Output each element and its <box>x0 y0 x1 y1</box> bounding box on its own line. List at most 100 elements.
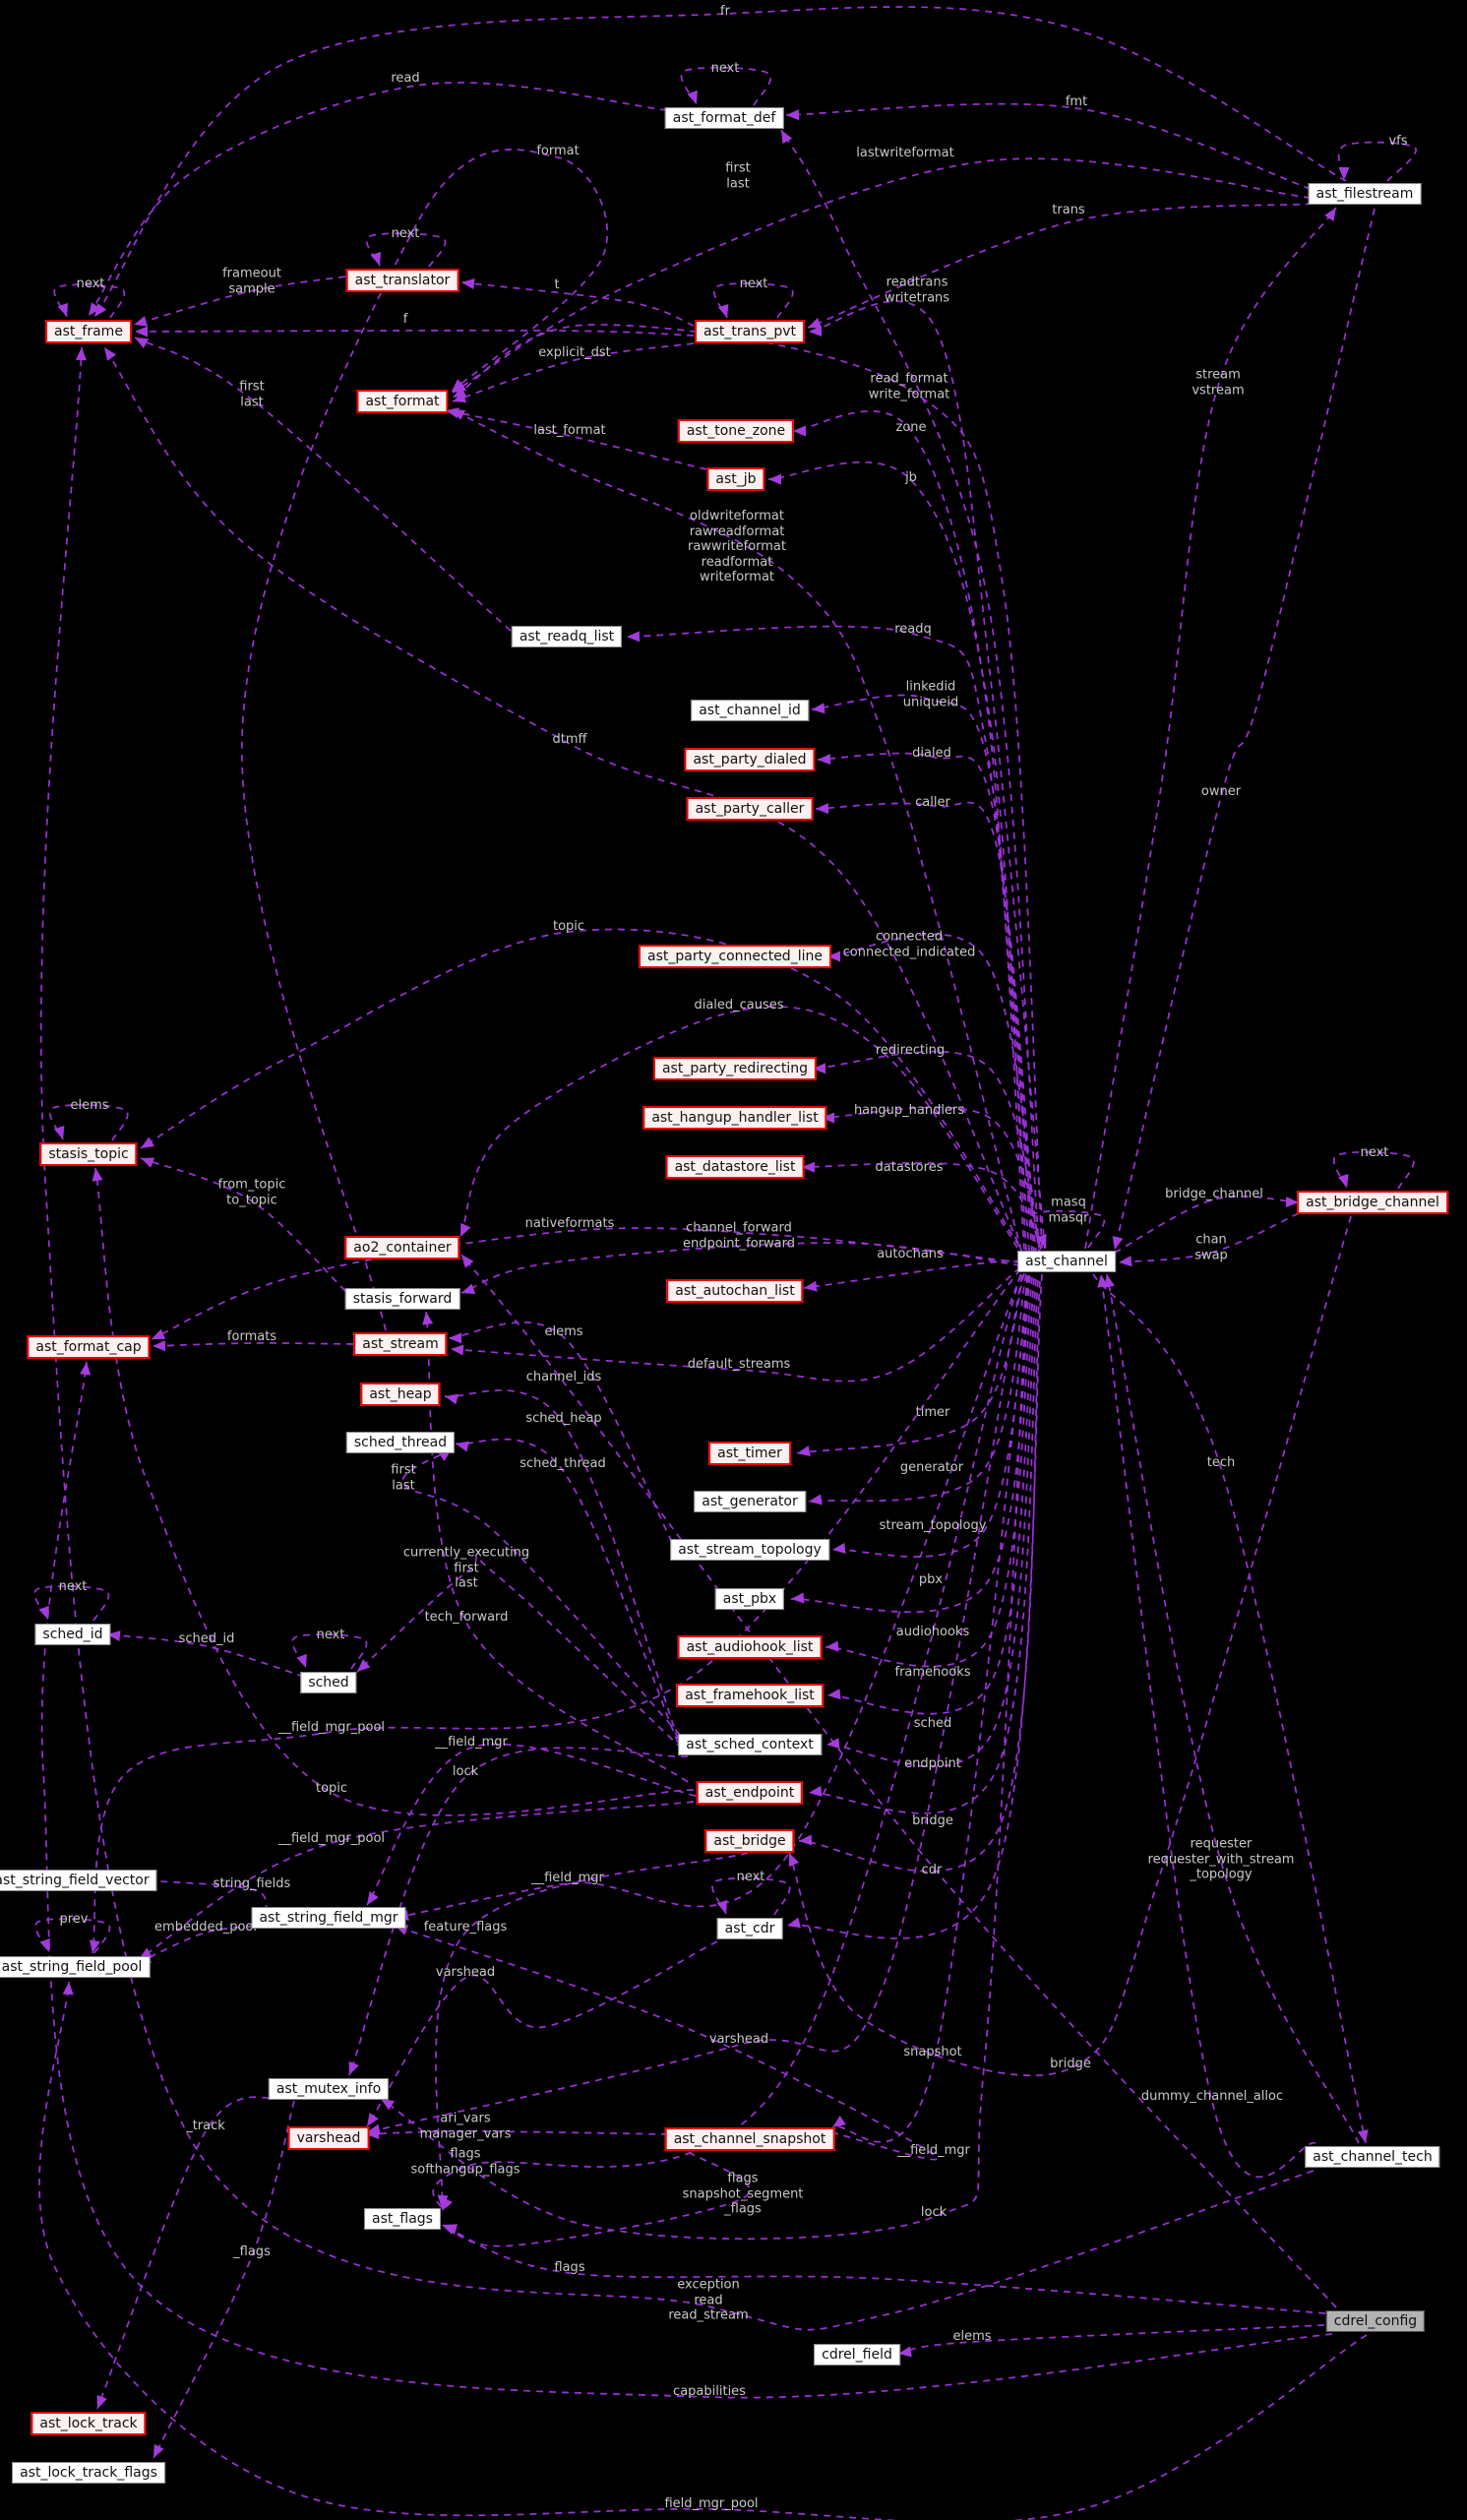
edge-label-read-1: read <box>391 71 420 87</box>
edge-label-readq-23: readq <box>894 622 932 638</box>
edge-label-track-86: _track <box>186 2119 225 2134</box>
arrowhead-icon <box>357 1659 371 1672</box>
edge-flags-94 <box>153 2100 295 2459</box>
node-ast_mutex_info[interactable]: ast_mutex_info <box>268 2078 390 2100</box>
edge-t-9 <box>460 278 695 327</box>
edge-format-95 <box>241 149 608 1331</box>
node-sched[interactable]: sched <box>300 1672 357 1693</box>
arrowhead-icon <box>451 1344 464 1356</box>
node-ast_string_field_mgr[interactable]: ast_string_field_mgr <box>251 1907 406 1929</box>
node-ast_party_dialed[interactable]: ast_party_dialed <box>684 748 816 771</box>
node-ast_trans_pvt[interactable]: ast_trans_pvt <box>694 320 806 343</box>
node-ast_stream[interactable]: ast_stream <box>353 1332 448 1356</box>
node-ast_hangup_handler_list[interactable]: ast_hangup_handler_list <box>642 1106 827 1130</box>
arrowhead-icon <box>786 109 800 121</box>
node-ast_autochan_list[interactable]: ast_autochan_list <box>666 1279 804 1303</box>
edge-label-snapshot-81: snapshot <box>903 2045 962 2060</box>
edge-channel-forward-endpoint-forward-37 <box>460 1242 1021 1295</box>
edge-label-generator-50: generator <box>899 1460 964 1476</box>
node-ast_channel_tech[interactable]: ast_channel_tech <box>1305 2146 1440 2168</box>
node-ast_stream_topology[interactable]: ast_stream_topology <box>670 1539 829 1561</box>
arrowhead-icon <box>152 1328 166 1339</box>
node-ast_string_field_vector[interactable]: ast_string_field_vector <box>0 1870 157 1891</box>
node-stasis_forward[interactable]: stasis_forward <box>344 1288 460 1310</box>
node-ast_sched_context[interactable]: ast_sched_context <box>678 1734 822 1755</box>
arrowhead-icon <box>367 1891 379 1905</box>
edge-hangup-handlers-32 <box>821 1106 1045 1260</box>
node-ast_cdr[interactable]: ast_cdr <box>716 1918 783 1939</box>
node-ast_generator[interactable]: ast_generator <box>694 1491 806 1512</box>
node-ast_audiohook_list[interactable]: ast_audiohook_list <box>677 1635 823 1659</box>
node-ast_lock_track[interactable]: ast_lock_track <box>31 2412 147 2435</box>
edge-cdr-73 <box>786 1273 1043 1939</box>
node-ast_party_redirecting[interactable]: ast_party_redirecting <box>652 1057 818 1080</box>
node-ast_channel_id[interactable]: ast_channel_id <box>691 700 809 721</box>
edge-label-stream-vstream-17: stream vstream <box>1192 367 1245 398</box>
node-ast_party_caller[interactable]: ast_party_caller <box>686 797 814 821</box>
node-stasis_topic[interactable]: stasis_topic <box>39 1142 138 1166</box>
arrowhead-icon <box>793 425 806 437</box>
edge-linkedid-uniqueid-24 <box>811 694 1033 1254</box>
node-sched_id[interactable]: sched_id <box>34 1624 111 1645</box>
node-ao2_container[interactable]: ao2_container <box>344 1236 460 1260</box>
arrowhead-icon <box>452 379 465 392</box>
node-ast_party_connected_line[interactable]: ast_party_connected_line <box>639 945 831 968</box>
node-ast_bridge_channel[interactable]: ast_bridge_channel <box>1297 1191 1448 1214</box>
edge-owner-18 <box>1112 208 1375 1251</box>
node-ast_translator[interactable]: ast_translator <box>345 269 459 292</box>
node-ast_frame[interactable]: ast_frame <box>45 320 132 343</box>
edge-label-elems-44: elems <box>544 1324 583 1340</box>
node-ast_flags[interactable]: ast_flags <box>364 2208 441 2230</box>
arrowhead-icon <box>381 2099 395 2111</box>
node-ast_timer[interactable]: ast_timer <box>708 1442 791 1465</box>
edge-next-11 <box>53 283 126 319</box>
edge-label-format-95: format <box>536 144 580 159</box>
edge-label-sched-thread-48: sched_thread <box>520 1456 606 1472</box>
node-ast_string_field_pool[interactable]: ast_string_field_pool <box>0 1956 151 1978</box>
edge-label-channel-ids-46: channel_ids <box>525 1370 602 1385</box>
node-ast_jb[interactable]: ast_jb <box>706 467 765 491</box>
edge-label-field-mgr-pool-68: __field_mgr_pool <box>277 1831 386 1847</box>
node-ast_heap[interactable]: ast_heap <box>360 1383 441 1406</box>
node-ast_format_def[interactable]: ast_format_def <box>664 107 784 129</box>
arrowhead-icon <box>827 1689 841 1700</box>
node-ast_framehook_list[interactable]: ast_framehook_list <box>676 1684 824 1707</box>
node-sched_thread[interactable]: sched_thread <box>345 1432 456 1453</box>
node-cdrel_field[interactable]: cdrel_field <box>814 2344 900 2366</box>
edge-bridge-82 <box>788 1215 1352 2077</box>
node-ast_tone_zone[interactable]: ast_tone_zone <box>677 419 795 443</box>
edge-label-audiohooks-53: audiohooks <box>895 1625 970 1640</box>
node-ast_bridge[interactable]: ast_bridge <box>704 1829 795 1853</box>
node-ast_endpoint[interactable]: ast_endpoint <box>696 1781 804 1805</box>
edge-label-sched-heap-47: sched_heap <box>525 1411 602 1427</box>
node-ast_channel_snapshot[interactable]: ast_channel_snapshot <box>664 2127 835 2151</box>
edge-elems-90 <box>897 2324 1325 2358</box>
edge-fr-0 <box>93 6 1347 318</box>
edge-label-lock-85: lock <box>920 2205 947 2221</box>
arrowhead-icon <box>461 1255 474 1268</box>
node-ast_format[interactable]: ast_format <box>356 390 449 413</box>
node-ast_datastore_list[interactable]: ast_datastore_list <box>665 1155 805 1179</box>
arrowhead-icon <box>141 1157 155 1168</box>
edge-dtmff-27 <box>103 346 1024 1256</box>
edge-bridge-57 <box>798 1280 1041 1873</box>
edge-next-63 <box>291 1633 368 1670</box>
edge-readq-23 <box>626 625 1030 1253</box>
node-ast_pbx[interactable]: ast_pbx <box>714 1588 785 1610</box>
node-ast_lock_track_flags[interactable]: ast_lock_track_flags <box>12 2462 165 2484</box>
arrowhead-icon <box>96 2394 107 2409</box>
arrowhead-icon <box>39 1937 50 1952</box>
edge-stream-topology-51 <box>831 1274 1029 1558</box>
node-ast_channel[interactable]: ast_channel <box>1017 1251 1116 1272</box>
edge-label-bridge-82: bridge <box>1050 2057 1091 2072</box>
node-ast_readq_list[interactable]: ast_readq_list <box>511 626 623 647</box>
node-ast_format_cap[interactable]: ast_format_cap <box>27 1335 151 1359</box>
arrowhead-icon <box>57 302 69 317</box>
node-cdrel_config[interactable]: cdrel_config <box>1325 2310 1426 2332</box>
node-varshead[interactable]: varshead <box>287 2126 370 2150</box>
node-ast_filestream[interactable]: ast_filestream <box>1308 183 1422 205</box>
edge-zone-21 <box>792 410 1025 1251</box>
edge-label-datastores-33: datastores <box>875 1160 944 1176</box>
edge-label-redirecting-31: redirecting <box>875 1043 946 1059</box>
edge-label-flags-softhangup-flags-88: flags softhangup_flags <box>410 2146 520 2177</box>
